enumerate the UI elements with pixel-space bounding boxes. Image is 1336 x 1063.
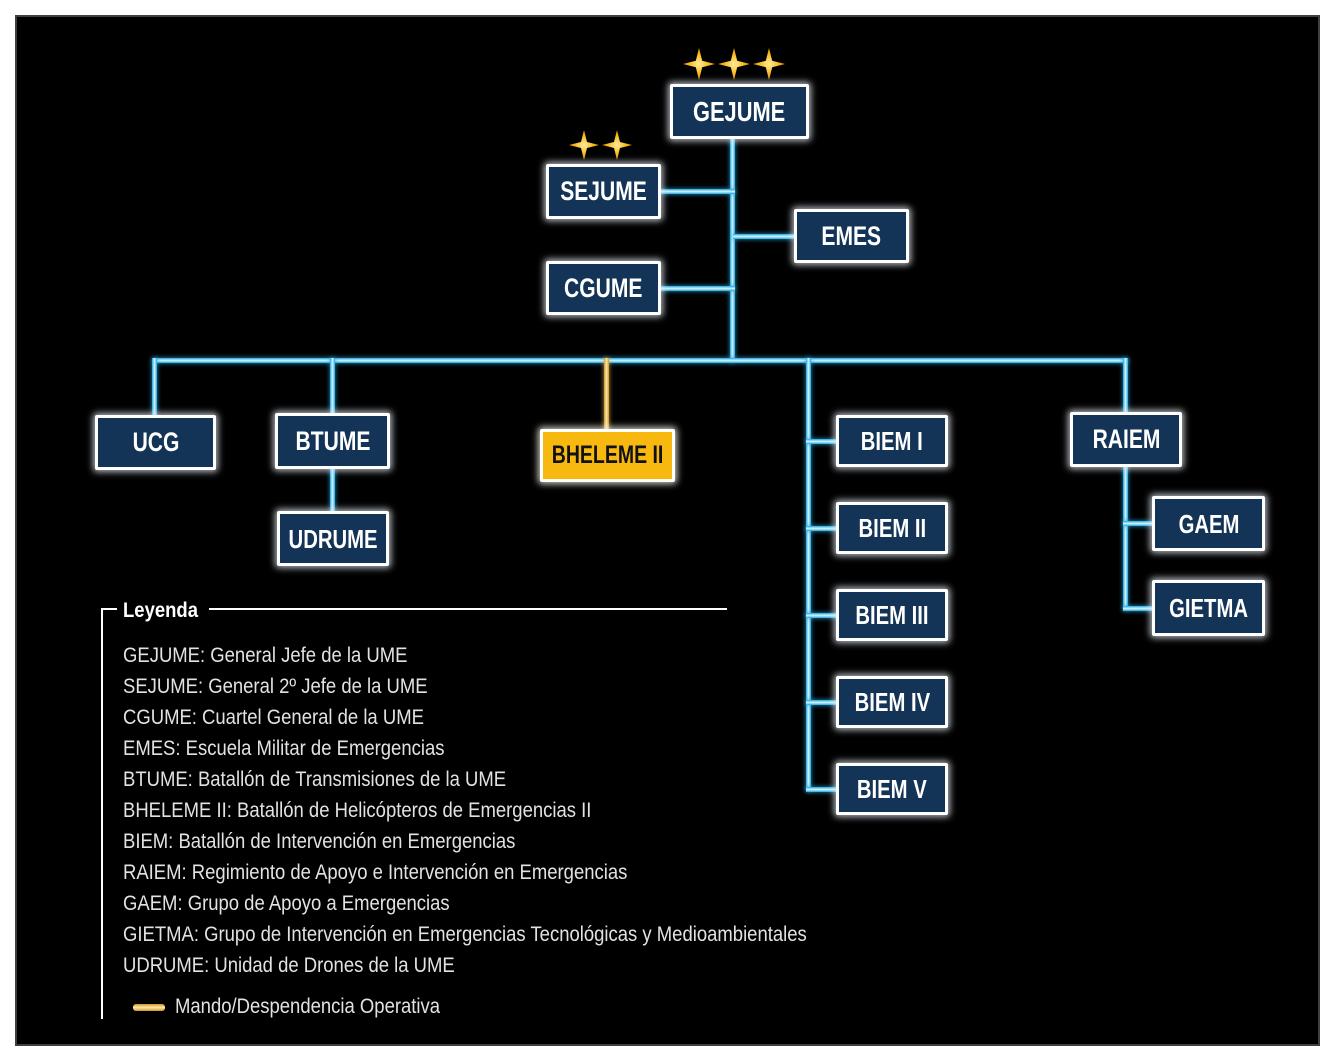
legend-bracket-corner bbox=[101, 608, 117, 610]
node-biem-i: BIEM I bbox=[836, 415, 948, 467]
connector-biem2-stub bbox=[806, 526, 838, 531]
node-raiem: RAIEM bbox=[1070, 412, 1182, 467]
node-biem-ii-label: BIEM II bbox=[858, 513, 926, 543]
star-icon bbox=[683, 48, 715, 80]
gejume-rank-stars bbox=[683, 48, 785, 80]
node-cgume-label: CGUME bbox=[564, 272, 643, 303]
star-icon bbox=[753, 48, 785, 80]
connector-raiem-subtrunk bbox=[1123, 465, 1128, 610]
gold-line-key-icon bbox=[133, 1003, 165, 1011]
org-chart-panel: GEJUME SEJUME CGUME EMES UCG BTUME UDRUM… bbox=[15, 15, 1320, 1046]
node-sejume-label: SEJUME bbox=[560, 176, 647, 206]
legend-item-emes: EMES: Escuela Militar de Emergencias bbox=[123, 737, 445, 760]
node-btume: BTUME bbox=[275, 413, 390, 469]
node-udrume: UDRUME bbox=[277, 511, 389, 566]
star-icon bbox=[602, 130, 632, 160]
node-ucg-label: UCG bbox=[132, 427, 179, 457]
star-icon bbox=[569, 130, 599, 160]
legend-item-gaem: GAEM: Grupo de Apoyo a Emergencias bbox=[123, 892, 450, 915]
node-btume-label: BTUME bbox=[295, 425, 370, 456]
node-biem-v-label: BIEM V bbox=[857, 774, 927, 804]
node-gietma: GIETMA bbox=[1152, 580, 1265, 636]
connector-biem-trunk bbox=[806, 358, 811, 791]
legend-item-sejume: SEJUME: General 2º Jefe de la UME bbox=[123, 675, 428, 698]
legend-item-raiem: RAIEM: Regimiento de Apoyo e Intervenció… bbox=[123, 861, 628, 884]
node-gejume-label: GEJUME bbox=[693, 95, 786, 127]
connector-biem5-stub bbox=[806, 787, 838, 792]
connector-emes bbox=[733, 234, 796, 239]
legend-item-cgume: CGUME: Cuartel General de la UME bbox=[123, 706, 424, 729]
legend-item-btume: BTUME: Batallón de Transmisiones de la U… bbox=[123, 768, 507, 791]
node-cgume: CGUME bbox=[546, 261, 661, 315]
legend-title-rule bbox=[209, 608, 727, 610]
connector-ucg-drop bbox=[152, 358, 157, 417]
node-emes: EMES bbox=[794, 209, 909, 263]
connector-biem3-stub bbox=[806, 613, 838, 618]
node-biem-iii: BIEM III bbox=[836, 589, 948, 641]
node-udrume-label: UDRUME bbox=[288, 523, 378, 554]
legend-item-gietma: GIETMA: Grupo de Intervención en Emergen… bbox=[123, 923, 807, 946]
node-biem-iv: BIEM IV bbox=[836, 676, 948, 728]
legend-item-biem: BIEM: Batallón de Intervención en Emerge… bbox=[123, 830, 516, 853]
node-emes-label: EMES bbox=[821, 220, 882, 251]
legend-bracket-vertical bbox=[101, 608, 103, 1019]
node-bheleme-ii: BHELEME II bbox=[540, 429, 675, 482]
connector-raiem-drop bbox=[1123, 358, 1128, 414]
connector-cgume bbox=[659, 286, 735, 291]
node-biem-iii-label: BIEM III bbox=[855, 600, 929, 630]
node-bheleme-ii-label: BHELEME II bbox=[551, 441, 664, 469]
connector-main-horizontal bbox=[153, 358, 1128, 363]
node-gaem-label: GAEM bbox=[1178, 508, 1239, 539]
connector-biem4-stub bbox=[806, 700, 838, 705]
star-icon bbox=[718, 48, 750, 80]
legend-item-bheleme: BHELEME II: Batallón de Helicópteros de … bbox=[123, 799, 592, 822]
connector-gejume-trunk bbox=[730, 137, 735, 362]
connector-btume-drop bbox=[330, 358, 335, 415]
node-biem-iv-label: BIEM IV bbox=[854, 687, 930, 717]
node-gaem: GAEM bbox=[1152, 496, 1265, 551]
node-ucg: UCG bbox=[95, 415, 216, 470]
legend-operative-key: Mando/Despendencia Operativa bbox=[133, 995, 476, 1019]
connector-sejume bbox=[659, 189, 735, 194]
node-gietma-label: GIETMA bbox=[1169, 593, 1248, 623]
connector-biem1-stub bbox=[806, 439, 838, 444]
legend-title: Leyenda bbox=[123, 599, 198, 622]
node-raiem-label: RAIEM bbox=[1092, 424, 1160, 454]
legend-item-udrume: UDRUME: Unidad de Drones de la UME bbox=[123, 954, 455, 977]
node-biem-i-label: BIEM I bbox=[861, 426, 923, 456]
connector-bheleme-gold-drop bbox=[604, 358, 609, 431]
connector-udrume-drop bbox=[330, 467, 335, 513]
node-biem-v: BIEM V bbox=[836, 763, 948, 815]
legend-item-gejume: GEJUME: General Jefe de la UME bbox=[123, 644, 408, 667]
legend-list: GEJUME: General Jefe de la UME SEJUME: G… bbox=[123, 640, 900, 981]
connector-gietma-stub bbox=[1123, 606, 1154, 611]
node-gejume: GEJUME bbox=[670, 84, 809, 139]
connector-gaem-stub bbox=[1123, 521, 1154, 526]
legend-operative-key-label: Mando/Despendencia Operativa bbox=[175, 995, 441, 1018]
sejume-rank-stars bbox=[569, 130, 632, 160]
node-sejume: SEJUME bbox=[546, 164, 661, 219]
node-biem-ii: BIEM II bbox=[836, 502, 948, 554]
